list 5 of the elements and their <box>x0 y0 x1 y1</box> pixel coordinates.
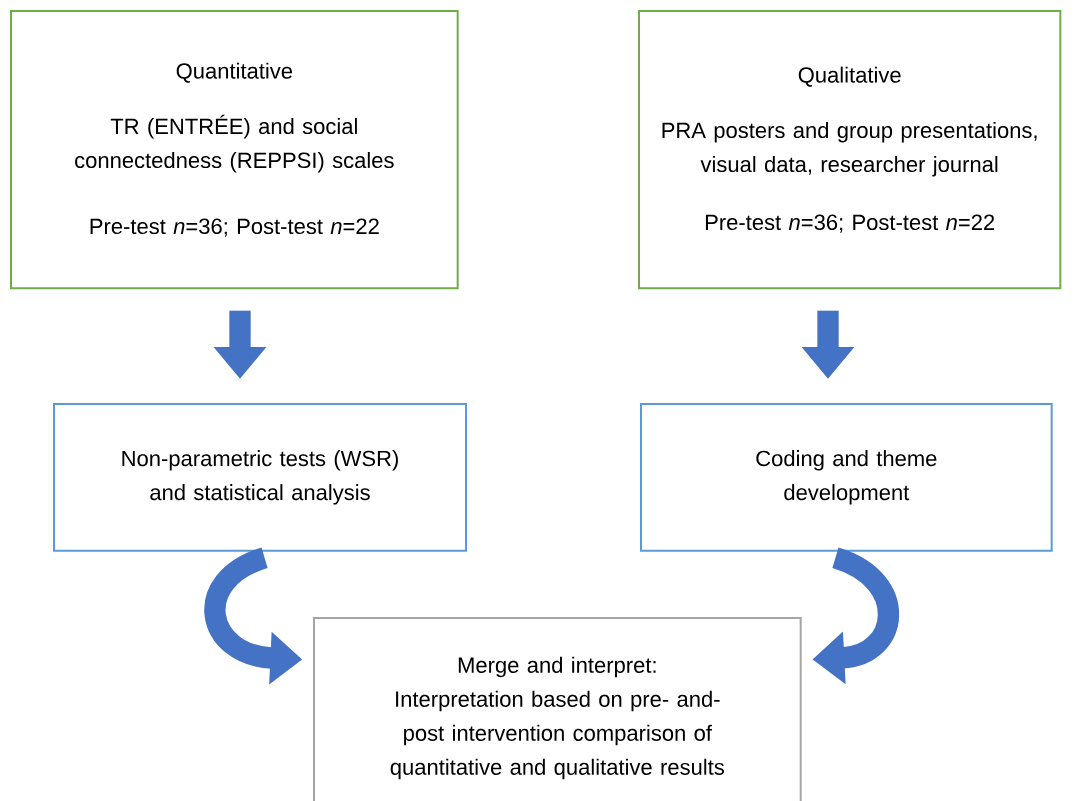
method-box: Coding and theme development <box>640 403 1053 552</box>
method-box: Non-parametric tests (WSR) and statistical analysis <box>53 403 467 552</box>
method-box: Merge and interpret: Interpretation based on pre- and-post intervention comparison of quantitative and qualitative results <box>313 617 802 801</box>
method-box: Quantitative TR (ENTRÉE) and social connectedness (REPPSI) scales Pre-test n=36; Post-test n=22 <box>10 10 459 290</box>
method-box: Qualitative PRA posters and group presentations, visual data, researcher journal Pre-test n=36; Post-test n=22 <box>638 10 1062 290</box>
